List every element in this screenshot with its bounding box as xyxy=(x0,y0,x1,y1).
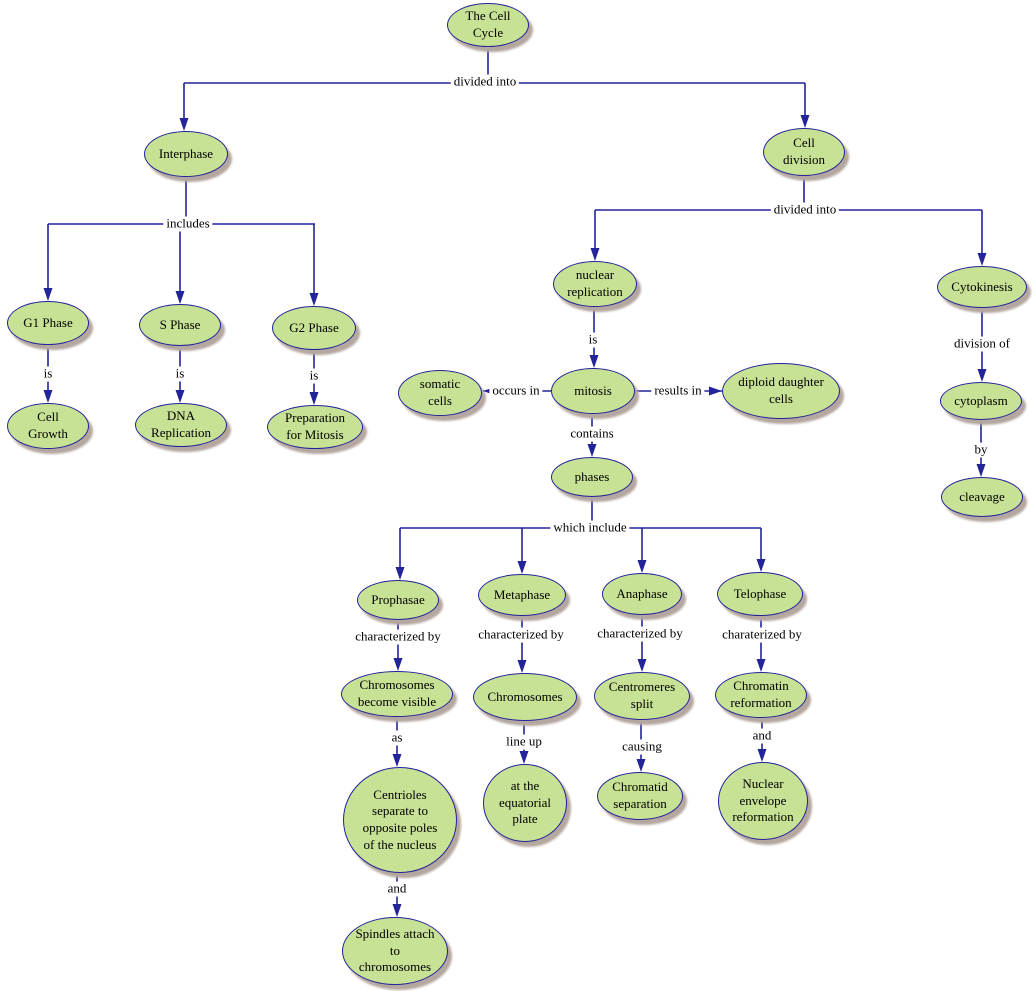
link-label-is-s[interactable]: is xyxy=(172,366,188,382)
node-centrioles-separate[interactable]: Centrioles separate to opposite poles of… xyxy=(343,767,457,873)
link-label-line-up[interactable]: line up xyxy=(503,734,545,750)
node-nuclear-envelope-reformation[interactable]: Nuclear envelope reformation xyxy=(718,762,808,840)
link-label-contains[interactable]: contains xyxy=(567,426,617,442)
node-anaphase[interactable]: Anaphase xyxy=(602,573,682,615)
link-label-characterized-by-metaphase[interactable]: characterized by xyxy=(475,627,567,643)
node-g2-phase[interactable]: G2 Phase xyxy=(272,306,356,350)
link-label-includes[interactable]: includes xyxy=(163,216,213,232)
node-the-cell-cycle[interactable]: The Cell Cycle xyxy=(447,3,529,47)
node-somatic-cells[interactable]: somatic cells xyxy=(398,370,482,416)
link-label-and-prophase[interactable]: and xyxy=(384,881,410,897)
node-s-phase[interactable]: S Phase xyxy=(139,304,221,346)
node-interphase[interactable]: Interphase xyxy=(144,131,228,177)
link-label-divided-into-top[interactable]: divided into xyxy=(450,74,520,90)
node-nuclear-replication[interactable]: nuclear replication xyxy=(553,261,637,307)
node-spindles-attach[interactable]: Spindles attach to chromosomes xyxy=(342,917,448,985)
link-label-occurs-in[interactable]: occurs in xyxy=(489,383,543,399)
node-mitosis[interactable]: mitosis xyxy=(551,368,635,414)
link-label-as[interactable]: as xyxy=(388,730,406,746)
node-centromeres-split[interactable]: Centromeres split xyxy=(594,672,690,720)
node-cell-growth[interactable]: Cell Growth xyxy=(7,403,89,449)
node-chromatid-separation[interactable]: Chromatid separation xyxy=(597,772,683,820)
link-label-is-g1[interactable]: is xyxy=(40,366,56,382)
node-cell-division[interactable]: Cell division xyxy=(763,128,845,176)
link-label-characterized-by-anaphase[interactable]: characterized by xyxy=(594,626,686,642)
node-cleavage[interactable]: cleavage xyxy=(941,477,1023,517)
link-label-characterized-by-prophasae[interactable]: characterized by xyxy=(352,629,444,645)
link-label-charaterized-by-telophase[interactable]: charaterized by xyxy=(719,627,805,643)
node-prophasae[interactable]: Prophasae xyxy=(357,580,439,620)
link-label-divided-into-right[interactable]: divided into xyxy=(770,202,840,218)
link-label-is-mitosis[interactable]: is xyxy=(585,332,601,348)
link-label-is-g2[interactable]: is xyxy=(306,368,322,384)
node-telophase[interactable]: Telophase xyxy=(717,572,803,616)
node-phases[interactable]: phases xyxy=(551,457,633,497)
node-dna-replication[interactable]: DNA Replication xyxy=(135,403,227,447)
node-metaphase[interactable]: Metaphase xyxy=(478,574,566,616)
node-chromosomes-become-visible[interactable]: Chromosomes become visible xyxy=(341,671,453,717)
node-chromatin-reformation[interactable]: Chromatin reformation xyxy=(715,672,807,718)
node-at-the-equatorial-plate[interactable]: at the equatorial plate xyxy=(483,764,567,842)
node-preparation-for-mitosis[interactable]: Preparation for Mitosis xyxy=(267,405,363,449)
node-diploid-daughter-cells[interactable]: diploid daughter cells xyxy=(722,363,840,419)
link-label-division-of[interactable]: division of xyxy=(951,336,1013,352)
link-label-results-in[interactable]: results in xyxy=(651,383,705,399)
node-chromosomes[interactable]: Chromosomes xyxy=(473,673,577,721)
link-label-by[interactable]: by xyxy=(971,442,991,458)
link-label-which-include[interactable]: which include xyxy=(550,520,630,536)
node-cytokinesis[interactable]: Cytokinesis xyxy=(937,266,1027,308)
node-cytoplasm[interactable]: cytoplasm xyxy=(940,382,1022,420)
link-label-and-telophase[interactable]: and xyxy=(749,728,775,744)
link-label-causing[interactable]: causing xyxy=(619,739,665,755)
node-g1-phase[interactable]: G1 Phase xyxy=(7,301,89,345)
